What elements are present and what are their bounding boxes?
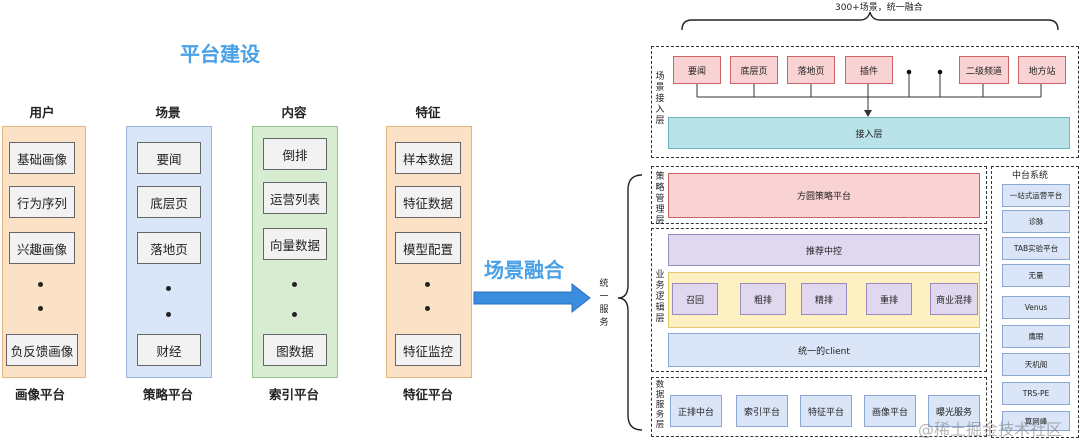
step-coarse-rank: 粗排	[740, 283, 786, 315]
feature-item-sample-data: 样本数据	[395, 142, 461, 174]
step-recall: 召回	[672, 283, 718, 315]
feature-ellipsis-dot	[425, 282, 430, 287]
middle-item-yingyan: 鹰眼	[1002, 325, 1070, 348]
column-foot-index-platform: 索引平台	[268, 387, 319, 402]
feature-item-feature-monitor: 特征监控	[395, 334, 461, 366]
scene-item-bottom-page: 底层页	[137, 186, 201, 218]
unified-service-label: 统一服务	[599, 279, 609, 328]
content-item-ops-list: 运营列表	[263, 182, 327, 214]
scene-plugin: 插件	[845, 56, 893, 84]
scene-access-layer-label: 场景接入层	[655, 72, 665, 126]
top-scenes-label: 300+场景，统一融合	[835, 3, 923, 13]
data-forward-platform: 正排中台	[670, 395, 722, 427]
step-commercial-mix: 商业混排	[930, 283, 978, 315]
middle-platform-system	[991, 166, 1079, 438]
middle-item-tianjige: 天机阁	[1002, 353, 1070, 376]
column-foot-feature-platform: 特征平台	[402, 387, 453, 402]
step-rerank: 重排	[866, 283, 912, 315]
feature-ellipsis-dot	[425, 306, 430, 311]
data-service-layer-label: 数据服务层	[655, 380, 665, 430]
column-head-feature: 特征	[415, 105, 441, 120]
scene-news: 要闻	[673, 56, 721, 84]
user-item-negative-feedback: 负反馈画像	[6, 334, 78, 366]
scene-landing-page: 落地页	[787, 56, 835, 84]
scene-bottom-page: 底层页	[730, 56, 778, 84]
content-ellipsis-dot	[292, 312, 297, 317]
data-profile-platform: 画像平台	[864, 395, 916, 427]
scene-ellipsis-dot	[166, 286, 171, 291]
feature-item-model-config: 模型配置	[395, 232, 461, 264]
user-item-behavior-sequence: 行为序列	[9, 186, 75, 218]
middle-item-trs-pe: TRS-PE	[1002, 382, 1070, 405]
unified-client: 统一的client	[668, 333, 980, 367]
scene-access-layer	[651, 46, 1079, 158]
access-layer: 接入层	[668, 117, 1070, 149]
column-head-user: 用户	[29, 105, 55, 120]
scene-local-site: 地方站	[1018, 56, 1066, 84]
step-fine-rank: 精排	[801, 283, 847, 315]
middle-item-suanwangfeng: 算网峰	[1002, 411, 1070, 431]
content-item-inverted-index: 倒排	[263, 138, 327, 170]
column-head-scene: 场景	[155, 105, 181, 120]
feature-item-feature-data: 特征数据	[395, 186, 461, 218]
middle-item-wuliang: 无量	[1002, 264, 1070, 287]
content-ellipsis-dot	[292, 282, 297, 287]
middle-item-tab-experiment: TAB实验平台	[1002, 237, 1070, 260]
scene-item-finance: 财经	[137, 334, 201, 366]
data-exposure-service: 曝光服务	[928, 395, 980, 427]
scene-merge-label: 场景融合	[484, 258, 564, 282]
middle-item-one-stop-ops: 一站式运营平台	[1002, 184, 1070, 207]
strategy-management-layer-label: 策略管理层	[655, 172, 665, 226]
column-foot-profile-platform: 画像平台	[14, 387, 65, 402]
user-ellipsis-dot	[38, 282, 43, 287]
watermark: @稀土掘金技术社区	[918, 420, 1063, 439]
strategy-management-layer	[651, 166, 987, 224]
user-item-interest-profile: 兴趣画像	[9, 232, 75, 264]
recommend-center-control: 推荐中控	[668, 234, 980, 266]
scene-item-news: 要闻	[137, 142, 201, 174]
middle-item-venus: Venus	[1002, 296, 1070, 319]
content-item-vector-data: 向量数据	[263, 228, 327, 260]
fangyuan-strategy-platform: 方圆策略平台	[668, 173, 980, 218]
business-logic-layer	[651, 228, 987, 372]
user-item-basic-profile: 基础画像	[9, 142, 75, 174]
content-item-graph-data: 图数据	[263, 334, 327, 366]
middle-platform-title: 中台系统	[1012, 171, 1049, 181]
scene-ellipsis-dot	[166, 312, 171, 317]
platform-build-heading: 平台建设	[180, 42, 260, 66]
middle-item-zhenmai: 诊脉	[1002, 210, 1070, 233]
data-feature-platform: 特征平台	[800, 395, 852, 427]
column-foot-strategy-platform: 策略平台	[142, 387, 193, 402]
business-logic-layer-label: 业务逻辑层	[655, 270, 665, 324]
data-index-platform: 索引平台	[736, 395, 788, 427]
scene-second-channel: 二级频道	[959, 56, 1009, 84]
data-service-layer	[651, 377, 987, 437]
user-ellipsis-dot	[38, 306, 43, 311]
scene-item-landing-page: 落地页	[137, 232, 201, 264]
column-head-content: 内容	[281, 105, 307, 120]
